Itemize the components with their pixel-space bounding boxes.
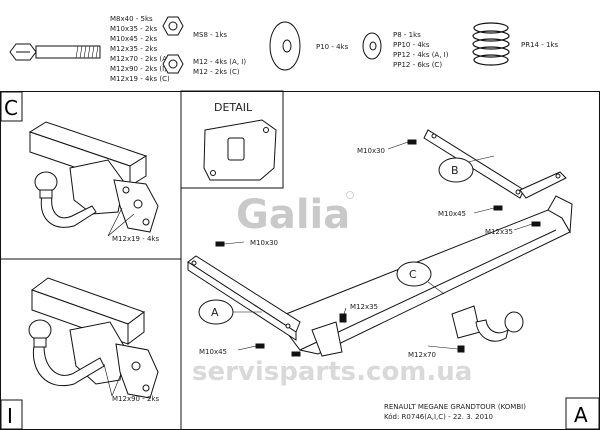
- panel-i-letter: I: [7, 404, 13, 428]
- part-b-label: B: [451, 164, 459, 177]
- small-washer-icon: [362, 32, 382, 60]
- part-b-bar: [423, 129, 567, 199]
- nut-spec: M12 - 4ks (A, I): [193, 58, 246, 66]
- washer-icon: [269, 21, 301, 71]
- panel-c-bracket: [69, 159, 159, 233]
- panel-i-callout-leaders: [103, 363, 121, 397]
- tow-ball-icon: [451, 305, 524, 342]
- nut-icon: [162, 16, 184, 74]
- bolt-markers: [215, 139, 541, 357]
- tow-ball-icon: [28, 319, 105, 387]
- callout-m12x90: M12x90 - 2ks: [112, 395, 159, 403]
- title-block: RENAULT MEGANE GRANDTOUR (KOMBI) Kód: R0…: [384, 397, 600, 430]
- bolt-spec: M10x35 - 2ks: [110, 25, 157, 33]
- panel-c-letter: C: [4, 96, 18, 120]
- detail-plate: [203, 119, 277, 181]
- callout-m10x45-left: M10x45: [199, 348, 227, 356]
- logo-text: Galia: [236, 192, 350, 238]
- panel-a-letter: A: [574, 403, 588, 427]
- washer-spec: P10 - 4ks: [316, 43, 349, 51]
- bolt-spec: M12x90 - 2ks (I): [110, 65, 167, 73]
- part-a-label: A: [211, 306, 219, 319]
- bolt-spec: M8x40 - 5ks: [110, 15, 153, 23]
- panel-c-callout-leaders: [107, 207, 135, 237]
- small-washer-spec: P8 - 1ks: [393, 31, 421, 39]
- spring-washer-spec: PR14 - 1ks: [521, 41, 558, 49]
- detail-box: DETAIL: [203, 101, 277, 181]
- panel-i: I M12x90 - 2ks: [0, 277, 159, 430]
- callout-m12x35-right: M12x35: [485, 228, 513, 236]
- bolt-spec: M12x70 - 2ks (A): [110, 55, 170, 63]
- part-a-arm: [187, 255, 301, 341]
- small-washer-spec: PP12 - 4ks (A, I): [393, 51, 449, 59]
- detail-title: DETAIL: [214, 101, 253, 114]
- bolt-spec: M10x45 - 2ks: [110, 35, 157, 43]
- callout-m12x35-mid: M12x35: [350, 303, 378, 311]
- nut-spec: M12 - 2ks (C): [193, 68, 240, 76]
- callout-m12x19: M12x19 - 4ks: [112, 235, 159, 243]
- tow-ball-icon: [34, 171, 97, 228]
- panel-i-bracket: [69, 321, 159, 399]
- bolt-spec: M12x19 - 4ks (C): [110, 75, 170, 83]
- drawing-model: RENAULT MEGANE GRANDTOUR (KOMBI): [384, 403, 526, 411]
- bolt-spec: M12x35 - 2ks: [110, 45, 157, 53]
- part-b-callout: B: [438, 155, 495, 183]
- drawing-code: Kód: R0746(A,I,C) - 22. 3. 2010: [384, 413, 493, 421]
- bolt-callouts: M10x30 M10x45 M12x35 M10x30 M12x35 M10x4…: [199, 141, 533, 359]
- nut-spec: MS8 - 1ks: [193, 31, 227, 39]
- bolt-icon: [9, 43, 101, 61]
- parts-legend: M8x40 - 5ks M10x35 - 2ks M10x45 - 2ks M1…: [9, 15, 558, 83]
- spring-washer-icon: [472, 22, 510, 66]
- callout-m10x45-right: M10x45: [438, 210, 466, 218]
- part-c-callout: C: [396, 261, 445, 295]
- callout-m10x30-mid: M10x30: [250, 239, 278, 247]
- main-assembly: [187, 129, 573, 357]
- watermark-text: servisparts.com.ua: [192, 357, 472, 387]
- callout-m12x70: M12x70: [408, 351, 436, 359]
- small-washer-spec: PP12 - 6ks (C): [393, 61, 442, 69]
- galia-logo: Galia: [236, 191, 354, 238]
- panel-c: C M12x19 - 4ks: [0, 91, 159, 243]
- part-letter-callouts: A B C: [198, 155, 495, 325]
- callout-m10x30-top: M10x30: [357, 147, 385, 155]
- small-washer-spec: PP10 - 4ks: [393, 41, 430, 49]
- part-c-label: C: [409, 268, 417, 281]
- part-a-callout: A: [198, 299, 262, 325]
- bolt-spec-list: M8x40 - 5ks M10x35 - 2ks M10x45 - 2ks M1…: [110, 15, 170, 83]
